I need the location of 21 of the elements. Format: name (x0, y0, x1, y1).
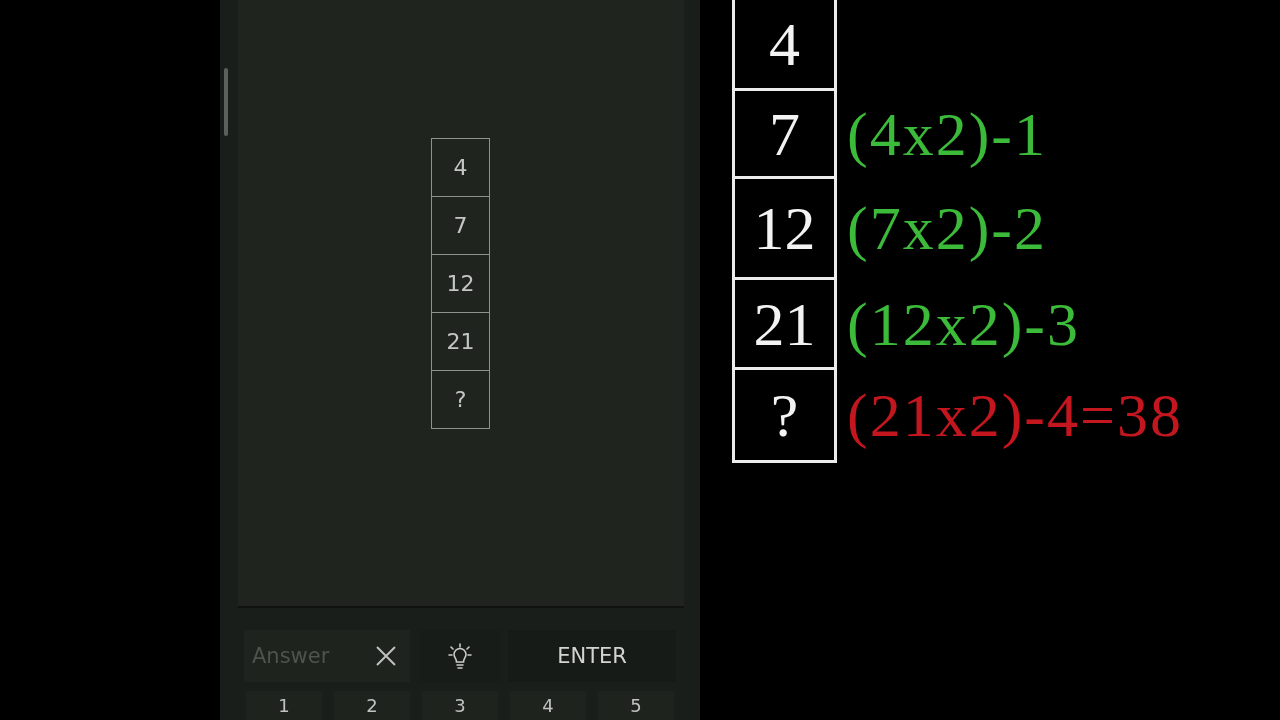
cell-number: 21 (753, 292, 816, 355)
keypad-key: 5 (598, 691, 674, 720)
cell-number: 21 (446, 330, 475, 353)
cell-number: 12 (753, 197, 816, 259)
keypad-key: 1 (246, 691, 322, 720)
number-cell (431, 196, 490, 255)
number-cell (431, 138, 490, 197)
cell-number: 7 (769, 102, 800, 165)
keypad-key: 2 (334, 691, 410, 720)
number-cell (431, 312, 490, 371)
cell-number: ? (454, 388, 467, 411)
number-cell (732, 0, 837, 91)
cell-number: 4 (769, 12, 800, 75)
cell-number: 7 (453, 214, 468, 237)
cell-number: 4 (453, 156, 468, 179)
number-cell (431, 370, 490, 429)
keypad-key: 3 (422, 691, 498, 720)
cell-number: ? (770, 384, 799, 446)
cell-number: 12 (446, 272, 475, 295)
keypad-key: 4 (510, 691, 586, 720)
number-cell (431, 254, 490, 313)
